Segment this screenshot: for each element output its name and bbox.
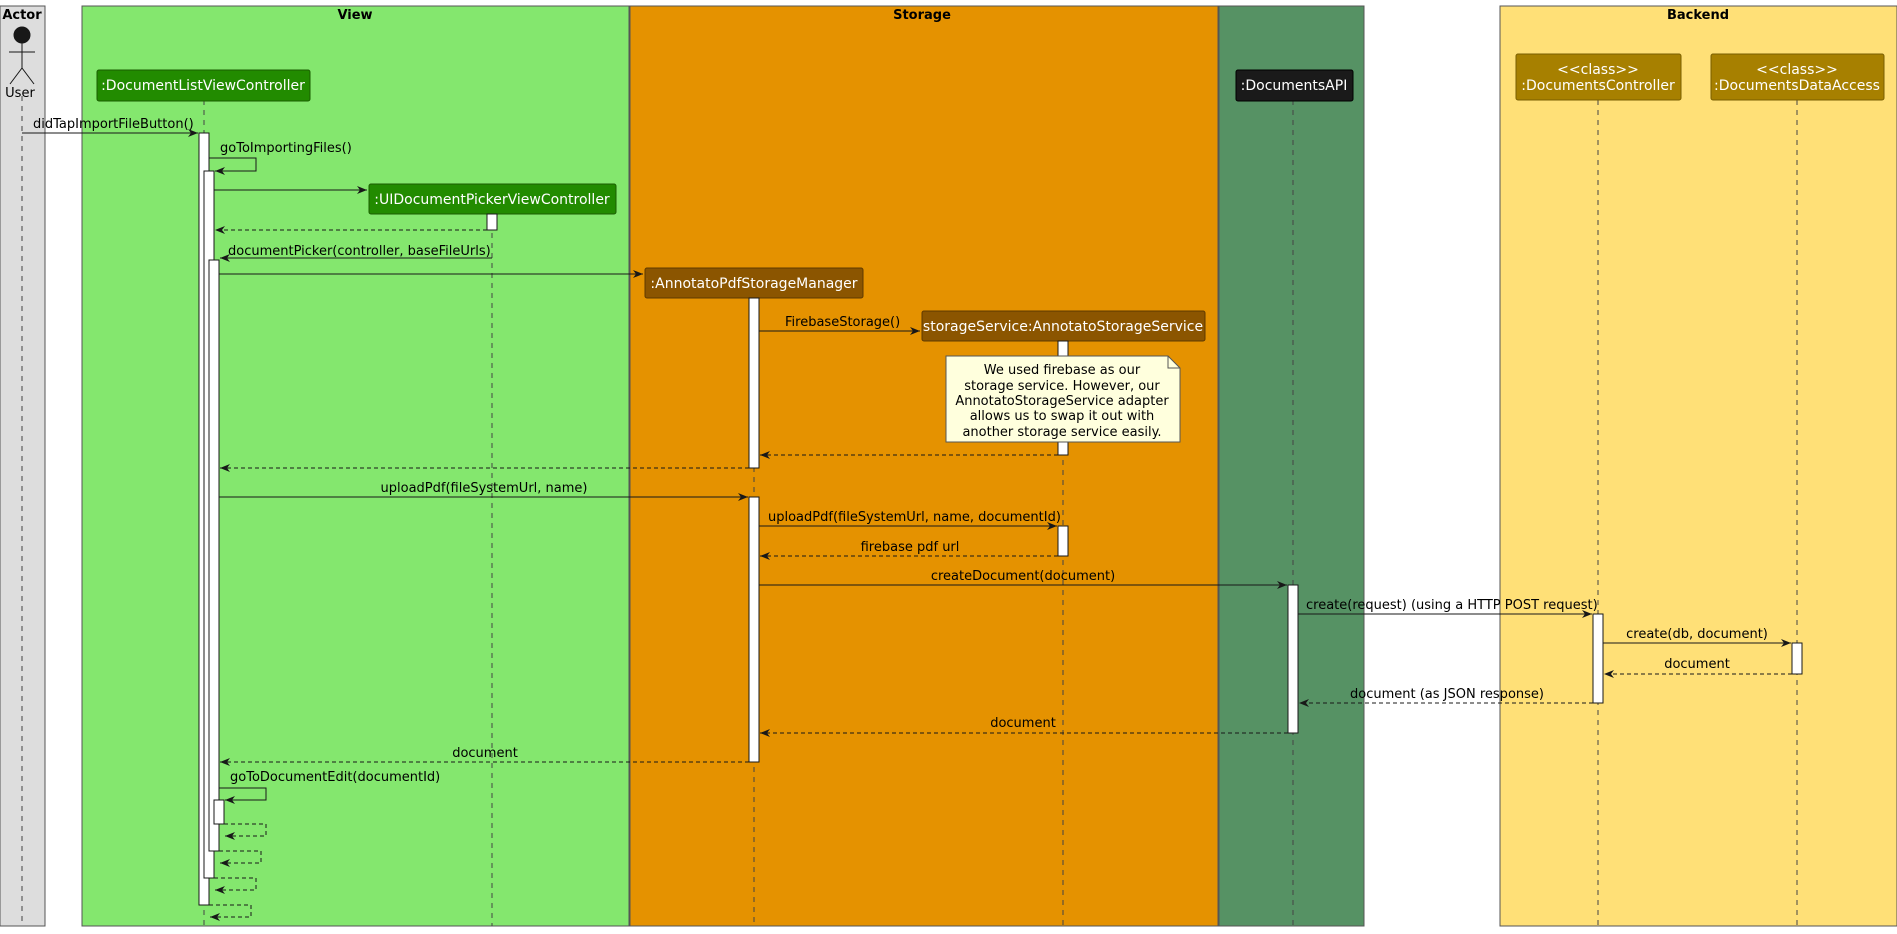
activation-documents-api	[1287, 584, 1299, 734]
label-firebase-storage: FirebaseStorage()	[785, 315, 900, 330]
label-did-tap-import: didTapImportFileButton()	[33, 117, 194, 132]
activation-docs-data-access	[1791, 642, 1803, 675]
storage-service-label: storageService:AnnotatoStorageService	[923, 319, 1203, 335]
label-upload-pdf-2: uploadPdf(fileSystemUrl, name, documentI…	[768, 510, 1061, 525]
activation-pdf-manager-1	[748, 297, 760, 469]
storage-box-title: Storage	[893, 8, 951, 23]
activation-doc-list-3	[208, 259, 220, 852]
view-box	[81, 5, 630, 927]
documents-api-box	[1235, 69, 1354, 102]
docs-data-access-label: :DocumentsDataAccess	[1714, 78, 1880, 94]
storage-box	[629, 5, 1219, 927]
note-line-3: AnnotatoStorageService adapter	[955, 394, 1169, 409]
self-return-2	[219, 850, 262, 867]
note-line-4: allows us to swap it out with	[970, 409, 1155, 424]
doc-list-vc-label: :DocumentListViewController	[101, 78, 305, 94]
docs-data-access-stereotype: <<class>>	[1756, 62, 1838, 78]
participants: :DocumentListViewController :UIDocumentP…	[96, 53, 1885, 342]
activation-docs-controller	[1592, 613, 1604, 704]
activation-ui-picker	[486, 213, 498, 231]
activation-pdf-manager-2	[748, 496, 760, 763]
msg-go-to-importing	[209, 157, 257, 175]
label-upload-pdf-1: uploadPdf(fileSystemUrl, name)	[381, 481, 588, 496]
label-go-to-doc-edit: goToDocumentEdit(documentId)	[230, 770, 440, 785]
api-box	[1218, 5, 1365, 927]
label-ret-document-2: document	[990, 716, 1056, 731]
pdf-manager-label: :AnnotatoPdfStorageManager	[650, 276, 857, 292]
label-ret-document-json: document (as JSON response)	[1350, 687, 1544, 702]
activation-doc-list-4	[213, 799, 225, 825]
label-create-db: create(db, document)	[1626, 627, 1768, 642]
ui-picker-label: :UIDocumentPickerViewController	[374, 192, 610, 208]
label-document-picker: documentPicker(controller, baseFileUrls)	[228, 244, 491, 259]
label-create-request: create(request) (using a HTTP POST reque…	[1306, 598, 1598, 613]
note-shape	[945, 355, 1181, 443]
doc-list-vc-box	[96, 69, 311, 102]
label-create-document: createDocument(document)	[931, 569, 1115, 584]
docs-controller-box	[1515, 53, 1682, 101]
docs-controller-label: :DocumentsController	[1521, 78, 1675, 94]
backend-box-title: Backend	[1667, 8, 1729, 23]
activation-storage-service-2	[1057, 525, 1069, 557]
docs-controller-stereotype: <<class>>	[1557, 62, 1639, 78]
note-line-2: storage service. However, our	[964, 379, 1160, 394]
docs-data-access-box	[1710, 53, 1885, 101]
note-line-5: another storage service easily.	[962, 425, 1161, 440]
user-actor	[9, 26, 35, 85]
messages	[22, 129, 1792, 921]
self-return-3	[214, 877, 257, 894]
self-return-1	[224, 823, 267, 840]
msg-go-to-doc-edit	[219, 787, 267, 804]
label-firebase-pdf-url: firebase pdf url	[861, 540, 960, 555]
view-box-title: View	[337, 8, 372, 23]
note: We used firebase as our storage service.…	[945, 355, 1181, 443]
lane-boxes: Actor View Storage Backend	[0, 5, 1897, 927]
backend-box	[1499, 5, 1897, 927]
label-go-to-importing: goToImportingFiles()	[220, 141, 352, 156]
self-return-4	[209, 904, 252, 921]
actor-head	[13, 26, 31, 44]
label-ret-document-1: document	[1664, 657, 1730, 672]
label-ret-document-3: document	[452, 746, 518, 761]
actor-box-title: Actor	[2, 8, 42, 23]
note-line-1: We used firebase as our	[984, 363, 1141, 378]
documents-api-label: :DocumentsAPI	[1241, 78, 1348, 94]
actor-label: User	[5, 86, 35, 101]
message-labels: didTapImportFileButton() goToImportingFi…	[33, 117, 1768, 785]
